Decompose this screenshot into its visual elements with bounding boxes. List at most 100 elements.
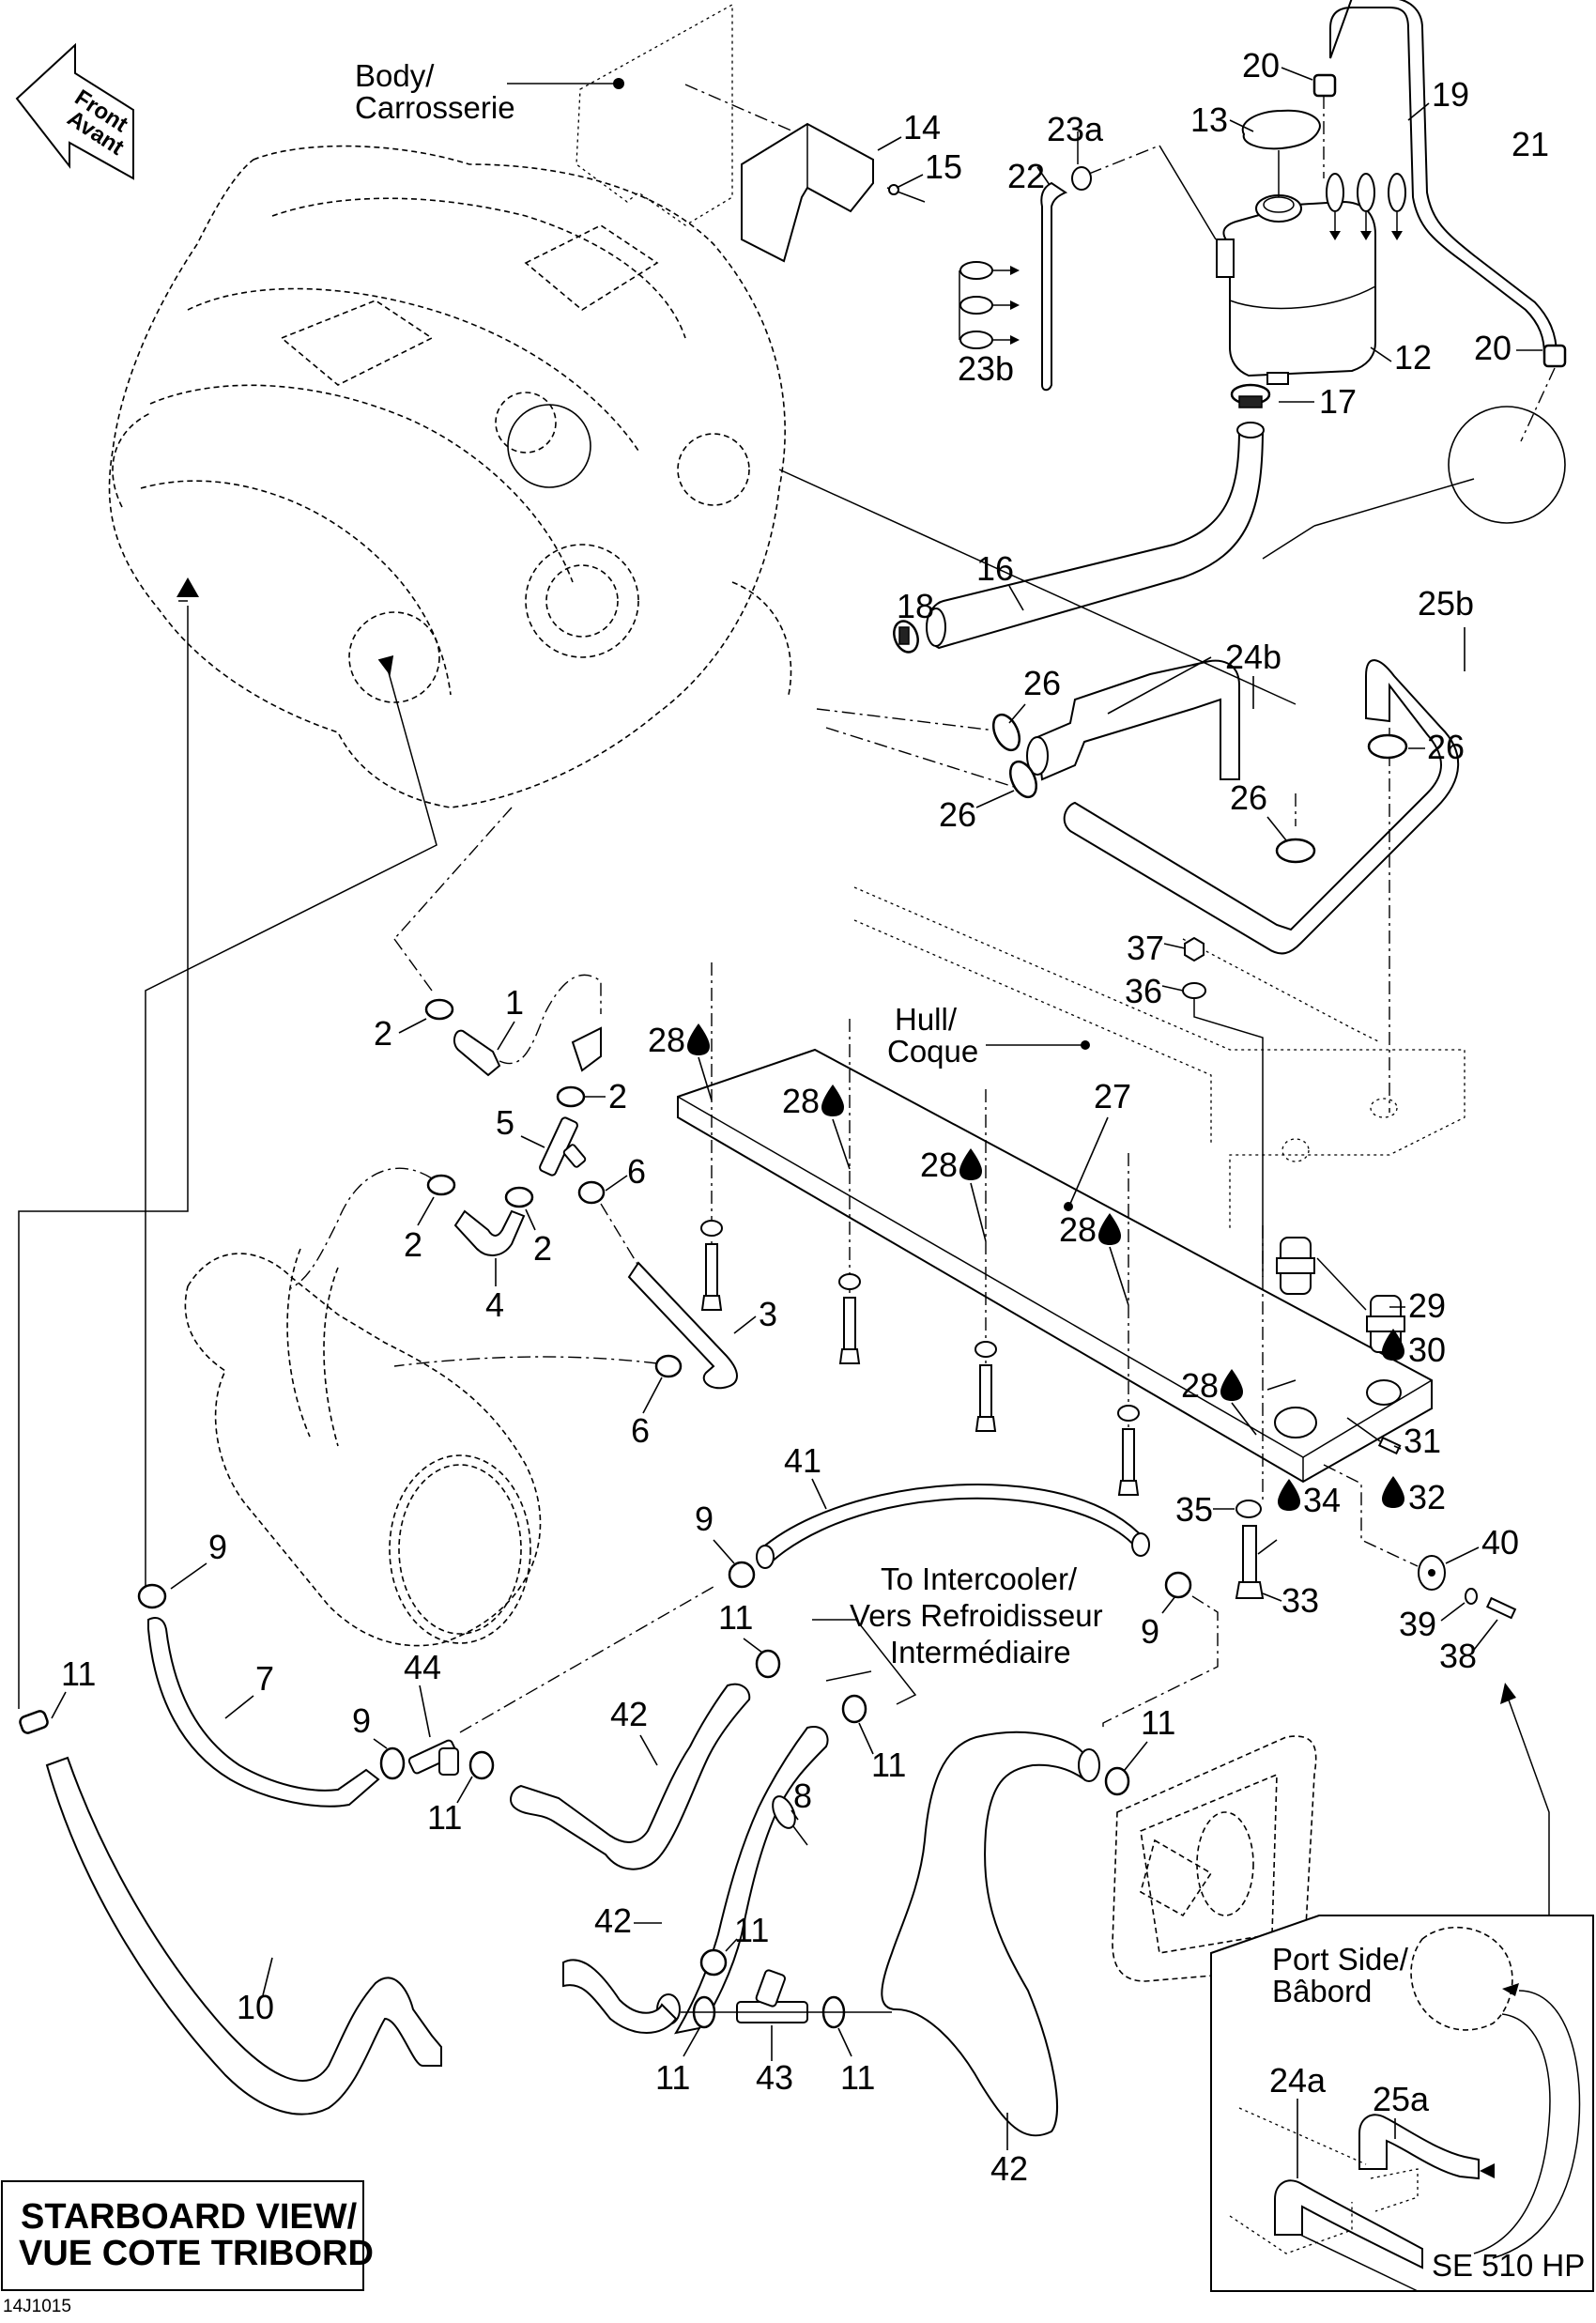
part-7-hose [147, 1617, 380, 1808]
part-label-2-b: 2 [608, 1077, 627, 1115]
part-label-21: 21 [1512, 125, 1549, 163]
part-label-28-a: 28 [648, 1021, 685, 1059]
part-label-13: 13 [1190, 100, 1228, 139]
part-label-14: 14 [903, 108, 941, 146]
part-41-hose [759, 1483, 1147, 1565]
part-2-clamp-a [424, 998, 454, 1021]
drop-icon [1382, 1476, 1404, 1508]
hull-outline [853, 886, 1466, 1230]
part-label-11-h: 11 [1141, 1703, 1175, 1742]
part-label-28-b: 28 [782, 1082, 820, 1120]
part-label-43: 43 [756, 2058, 793, 2097]
hull-label: Hull/ [895, 1002, 958, 1037]
babord-label: Bâbord [1272, 1974, 1372, 2008]
part-label-3: 3 [759, 1295, 777, 1333]
part-24b-hose [1036, 659, 1240, 781]
part-21-cable-ties [1326, 173, 1406, 240]
part-4-elbow-hose [453, 1209, 526, 1256]
part-label-23b: 23b [958, 349, 1014, 388]
part-label-24a: 24a [1269, 2061, 1327, 2100]
coque-label: Coque [887, 1034, 978, 1069]
drop-icon [1278, 1479, 1300, 1511]
part-44-tee-fitting [407, 1739, 459, 1776]
part-label-9-b: 9 [352, 1701, 371, 1740]
part-label-4: 4 [485, 1285, 504, 1324]
part-31-set-screw [1377, 1436, 1402, 1455]
part-11-clamp-e [19, 1710, 49, 1734]
part-label-27: 27 [1094, 1077, 1131, 1115]
part-label-11-b: 11 [718, 1598, 753, 1637]
part-35-washer [1235, 1500, 1262, 1518]
part-label-37: 37 [1127, 929, 1164, 967]
part-label-28-e: 28 [1181, 1366, 1219, 1405]
part-2-clamp-b [556, 1085, 586, 1108]
part-2-clamp-c [504, 1186, 534, 1208]
part-label-9-a: 9 [208, 1528, 227, 1566]
part-label-41: 41 [784, 1441, 821, 1480]
intercooler-label-line2: Vers Refroidisseur [850, 1598, 1103, 1633]
front-direction-arrow: Front Avant [15, 42, 134, 180]
part-label-2-c: 2 [533, 1229, 552, 1268]
part-label-17: 17 [1319, 382, 1357, 421]
part-label-11-g: 11 [840, 2058, 875, 2097]
part-label-42-c: 42 [990, 2149, 1028, 2188]
carrosserie-label: Carrosserie [355, 90, 515, 125]
part-26-clamps [991, 713, 1408, 864]
drop-icon [1382, 1329, 1404, 1361]
part-label-16: 16 [976, 549, 1014, 588]
part-label-44: 44 [404, 1648, 441, 1686]
part-label-26-d: 26 [1427, 728, 1465, 766]
part-13-tank-cap [1241, 109, 1321, 197]
part-label-26-c: 26 [1230, 778, 1267, 817]
part-11-clamp-a [468, 1750, 495, 1780]
part-label-2-a: 2 [374, 1014, 392, 1053]
view-title-line2: VUE COTE TRIBORD [19, 2234, 374, 2273]
part-label-19: 19 [1432, 75, 1469, 114]
part-39-washer [1465, 1588, 1478, 1605]
part-15-rivet [886, 184, 926, 203]
body-callout: Body/ Carrosserie [355, 3, 733, 226]
part-43-tee-fitting [736, 1969, 808, 2023]
part-29-fittings [1276, 1237, 1405, 1353]
part-label-42-b: 42 [594, 1901, 632, 1940]
part-42-hose-a [510, 1683, 751, 1870]
part-label-31: 31 [1404, 1422, 1441, 1460]
body-panel-outline [575, 3, 733, 226]
part-25a-hose [1358, 2114, 1480, 2180]
part-label-40: 40 [1481, 1523, 1519, 1561]
part-11-clamp-c [841, 1694, 867, 1724]
part-label-11-d: 11 [734, 1911, 769, 1949]
part-label-8: 8 [793, 1777, 812, 1815]
part-19-vent-hose [1329, 0, 1558, 356]
part-36-washer [1182, 982, 1206, 999]
part-label-28-d: 28 [1059, 1210, 1097, 1249]
part-37-nut [1184, 936, 1205, 962]
part-label-35: 35 [1175, 1490, 1213, 1529]
part-label-25a: 25a [1373, 2080, 1430, 2118]
part-label-18: 18 [897, 587, 934, 625]
part-label-23a: 23a [1047, 110, 1104, 148]
port-side-label: Port Side/ [1272, 1942, 1409, 1977]
part-27-ride-plate [677, 1048, 1433, 1484]
part-label-20-bottom: 20 [1474, 329, 1512, 367]
part-11-clamp-h [1104, 1766, 1130, 1796]
part-9-clamp-c [728, 1561, 756, 1589]
detail-circle-fitting [1448, 406, 1566, 524]
part-label-34: 34 [1303, 1481, 1341, 1519]
drop-icon [687, 1023, 710, 1055]
part-20-clamp-bottom [1542, 344, 1567, 368]
part-42-hose-c [881, 1731, 1085, 2137]
part-label-11-e: 11 [61, 1654, 96, 1693]
part-12-coolant-tank [1216, 178, 1376, 385]
part-label-6-a: 6 [627, 1152, 646, 1191]
part-9-clamp-b [379, 1746, 406, 1780]
part-label-32: 32 [1408, 1478, 1446, 1516]
part-3-hose [627, 1261, 738, 1390]
model-label: SE 510 HP [1432, 2248, 1585, 2283]
part-17-clamp [1230, 383, 1271, 408]
drop-icon [821, 1085, 844, 1116]
intercooler-label-line1: To Intercooler/ [881, 1561, 1078, 1596]
part-24a-hose [1274, 2179, 1423, 2269]
part-label-29: 29 [1408, 1286, 1446, 1325]
